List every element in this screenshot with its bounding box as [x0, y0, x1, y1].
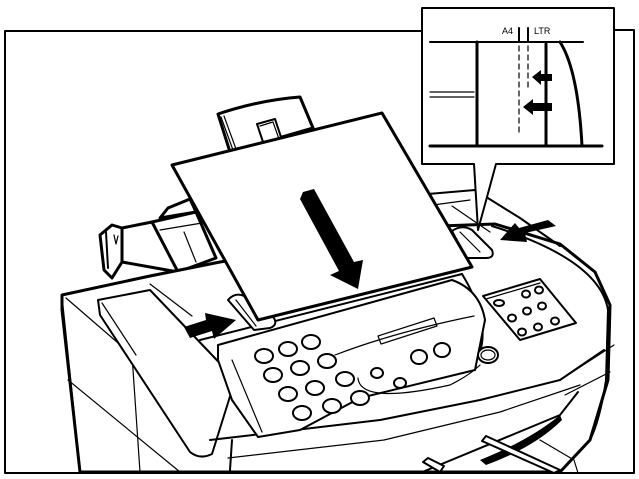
inset-arrow-upper [532, 70, 552, 85]
left-paper-guide [227, 293, 277, 331]
inset-arrow-lower [523, 99, 552, 115]
numeric-keypad [254, 334, 370, 421]
left-arrow-icon [500, 220, 556, 242]
ltr-label: LTR [534, 26, 551, 36]
right-arrow-icon [184, 313, 236, 339]
down-arrow-icon [300, 189, 363, 289]
a4-label: A4 [502, 26, 513, 36]
paper-support [216, 95, 315, 154]
function-buttons [370, 342, 499, 389]
inset-callout: A4 LTR [421, 7, 615, 231]
right-guide-area [427, 189, 561, 259]
output-tray [419, 391, 579, 474]
left-tray [98, 197, 218, 280]
one-touch-keypad [482, 278, 577, 341]
